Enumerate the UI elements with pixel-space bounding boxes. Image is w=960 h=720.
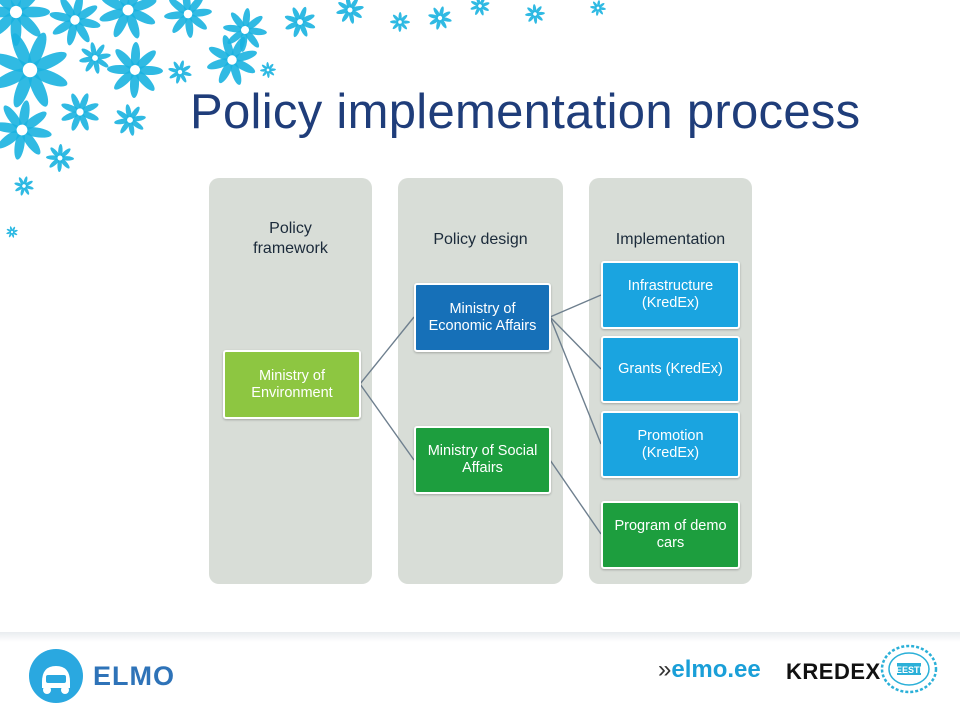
node-label: Ministry of Environment	[251, 367, 333, 401]
node-label: Ministry of Economic Affairs	[428, 300, 537, 334]
elmo-logo-icon	[29, 649, 83, 703]
snowflake-icon	[336, 0, 364, 24]
node-promotion: Promotion (KredEx)	[601, 411, 740, 478]
node-grants: Grants (KredEx)	[601, 336, 740, 403]
snowflake-icon	[428, 6, 452, 30]
estonia-seal-icon: EESTI	[880, 644, 938, 694]
node-ministry-of-environment: Ministry of Environment	[223, 350, 361, 419]
elmo-url-link[interactable]: »elmo.ee	[658, 656, 761, 684]
node-label: Infrastructure (KredEx)	[627, 278, 714, 311]
column-label-policy-framework: Policy framework	[253, 220, 328, 257]
node-label: Program of demo cars	[614, 518, 727, 551]
node-label: Ministry of Social Affairs	[427, 443, 538, 476]
snowflake-icon	[390, 12, 410, 32]
snowflake-icon	[207, 35, 257, 85]
snowflake-icon	[0, 100, 52, 160]
column-label-implementation: Implementation	[615, 231, 726, 248]
snowflake-icon	[284, 6, 316, 38]
page-title: Policy implementation process	[190, 85, 861, 139]
node-program-of-demo-cars: Program of demo cars	[601, 501, 740, 569]
footer-bar	[0, 632, 960, 720]
snowflake-icon	[0, 0, 50, 46]
snowflake-icon	[14, 176, 34, 196]
snowflake-icon	[46, 144, 74, 172]
column-label-policy-design: Policy design	[433, 231, 528, 248]
snowflake-icon	[590, 0, 606, 16]
node-label: Promotion (KredEx)	[637, 427, 704, 461]
snowflake-icon	[79, 42, 111, 74]
snowflake-icon	[49, 0, 101, 46]
snowflake-icon	[168, 60, 192, 84]
snowflake-icon	[114, 104, 146, 136]
snowflake-icon	[99, 0, 157, 39]
url-prefix: »	[658, 656, 672, 683]
snowflake-icon	[470, 0, 490, 16]
snowflake-icon	[260, 62, 276, 78]
node-ministry-of-social-affairs: Ministry of Social Affairs	[414, 426, 551, 494]
snowflake-icon	[164, 0, 212, 38]
snowflake-decoration	[0, 0, 606, 238]
seal-text: EESTI	[896, 665, 922, 675]
snowflake-icon	[0, 32, 68, 108]
node-ministry-of-economic-affairs: Ministry of Economic Affairs	[414, 283, 551, 352]
node-label: Grants (KredEx)	[618, 361, 723, 377]
column-policy-design: Policy design	[398, 178, 563, 584]
snowflake-icon	[61, 93, 99, 131]
snowflake-icon	[6, 226, 18, 238]
elmo-brand-text: ELMO	[93, 661, 175, 691]
snowflake-icon	[525, 4, 545, 24]
snowflake-icon	[107, 42, 163, 98]
node-infrastructure: Infrastructure (KredEx)	[601, 261, 740, 329]
url-text: elmo.ee	[671, 656, 761, 683]
kredex-logo: KREDEX	[786, 659, 881, 684]
